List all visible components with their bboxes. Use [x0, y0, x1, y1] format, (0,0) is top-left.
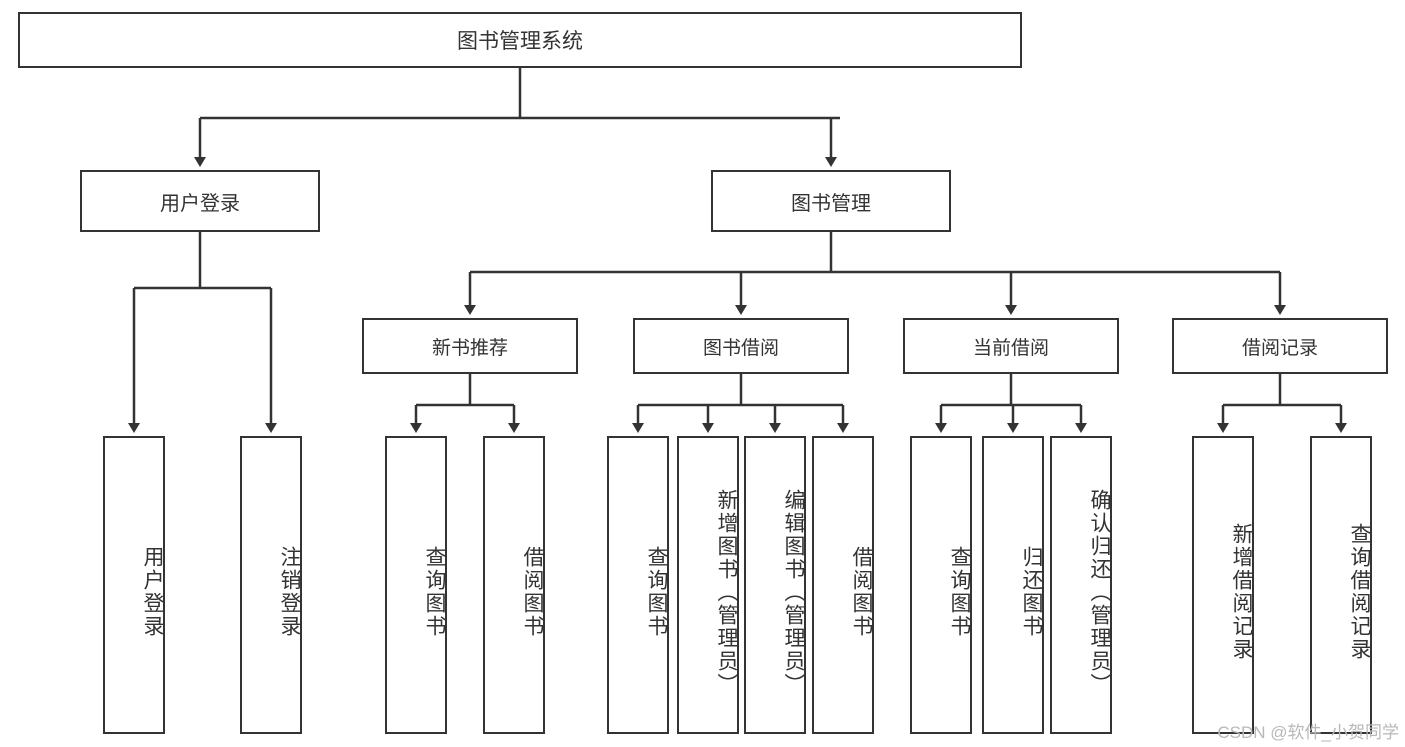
leaf-label: 查询图书: [948, 546, 971, 638]
leaf-label: 查询图书: [645, 546, 668, 638]
node-book-borrow-label: 图书借阅: [702, 337, 779, 359]
leaf-confirm-return-admin[interactable]: 确认归还（管理员）: [1050, 436, 1112, 734]
leaf-label: 查询借阅记录: [1348, 523, 1371, 661]
leaf-label: 借阅图书: [521, 546, 544, 638]
leaf-label: 确认归还（管理员）: [1088, 488, 1111, 696]
node-book-borrow[interactable]: 图书借阅: [633, 318, 849, 374]
leaf-edit-book-admin[interactable]: 编辑图书（管理员）: [744, 436, 806, 734]
leaf-query-book-borrow[interactable]: 查询图书: [607, 436, 669, 734]
node-borrow-record-label: 借阅记录: [1241, 337, 1318, 359]
node-current-borrow-label: 当前借阅: [972, 337, 1049, 359]
node-book-management-label: 图书管理: [791, 192, 871, 215]
node-root-label: 图书管理系统: [457, 30, 583, 53]
leaf-query-borrow-record[interactable]: 查询借阅记录: [1310, 436, 1372, 734]
leaf-label: 用户登录: [141, 546, 164, 638]
node-book-management[interactable]: 图书管理: [711, 170, 951, 232]
node-borrow-record[interactable]: 借阅记录: [1172, 318, 1388, 374]
leaf-add-borrow-record[interactable]: 新增借阅记录: [1192, 436, 1254, 734]
leaf-query-book-current[interactable]: 查询图书: [910, 436, 972, 734]
node-user-login[interactable]: 用户登录: [80, 170, 320, 232]
leaf-label: 归还图书: [1020, 546, 1043, 638]
leaf-return-book[interactable]: 归还图书: [982, 436, 1044, 734]
leaf-query-book-recommend[interactable]: 查询图书: [385, 436, 447, 734]
node-new-book-recommend-label: 新书推荐: [431, 337, 508, 359]
leaf-label: 新增图书（管理员）: [715, 488, 738, 696]
leaf-label: 借阅图书: [850, 546, 873, 638]
node-current-borrow[interactable]: 当前借阅: [903, 318, 1119, 374]
leaf-label: 查询图书: [423, 546, 446, 638]
leaf-borrow-book-recommend[interactable]: 借阅图书: [483, 436, 545, 734]
leaf-label: 编辑图书（管理员）: [782, 488, 805, 696]
leaf-user-login[interactable]: 用户登录: [103, 436, 165, 734]
node-new-book-recommend[interactable]: 新书推荐: [362, 318, 578, 374]
node-user-login-label: 用户登录: [160, 192, 240, 215]
leaf-borrow-book[interactable]: 借阅图书: [812, 436, 874, 734]
leaf-label: 新增借阅记录: [1230, 523, 1253, 661]
leaf-label: 注销登录: [278, 546, 301, 638]
node-root[interactable]: 图书管理系统: [18, 12, 1022, 68]
leaf-logout[interactable]: 注销登录: [240, 436, 302, 734]
leaf-add-book-admin[interactable]: 新增图书（管理员）: [677, 436, 739, 734]
